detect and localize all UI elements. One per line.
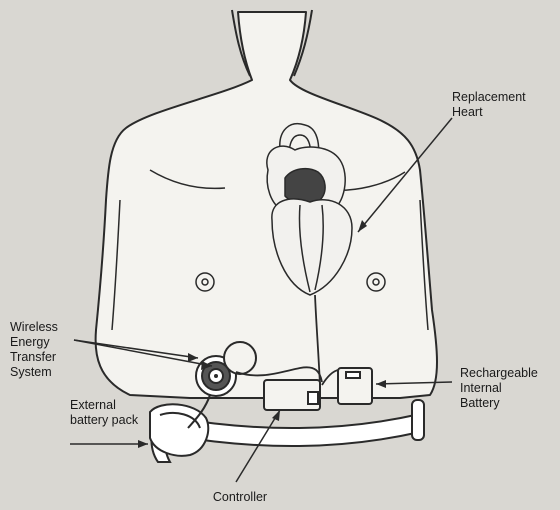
label-rechargeable-internal-battery: Rechargeable Internal Battery bbox=[460, 366, 538, 411]
label-controller: Controller bbox=[200, 490, 280, 505]
torso bbox=[96, 12, 437, 398]
battery-icon bbox=[338, 368, 372, 404]
controller-icon bbox=[264, 380, 320, 410]
belt-end-right bbox=[412, 400, 424, 440]
label-wireless-energy-transfer: Wireless Energy Transfer System bbox=[10, 320, 58, 380]
label-external-battery-pack: External battery pack bbox=[70, 398, 138, 428]
torso-outline bbox=[96, 12, 437, 398]
external-battery-pack bbox=[150, 404, 208, 455]
label-replacement-heart: Replacement Heart bbox=[452, 90, 526, 120]
arrow-external bbox=[138, 440, 148, 448]
arrow-controller bbox=[272, 410, 280, 421]
belt-band bbox=[175, 414, 420, 446]
